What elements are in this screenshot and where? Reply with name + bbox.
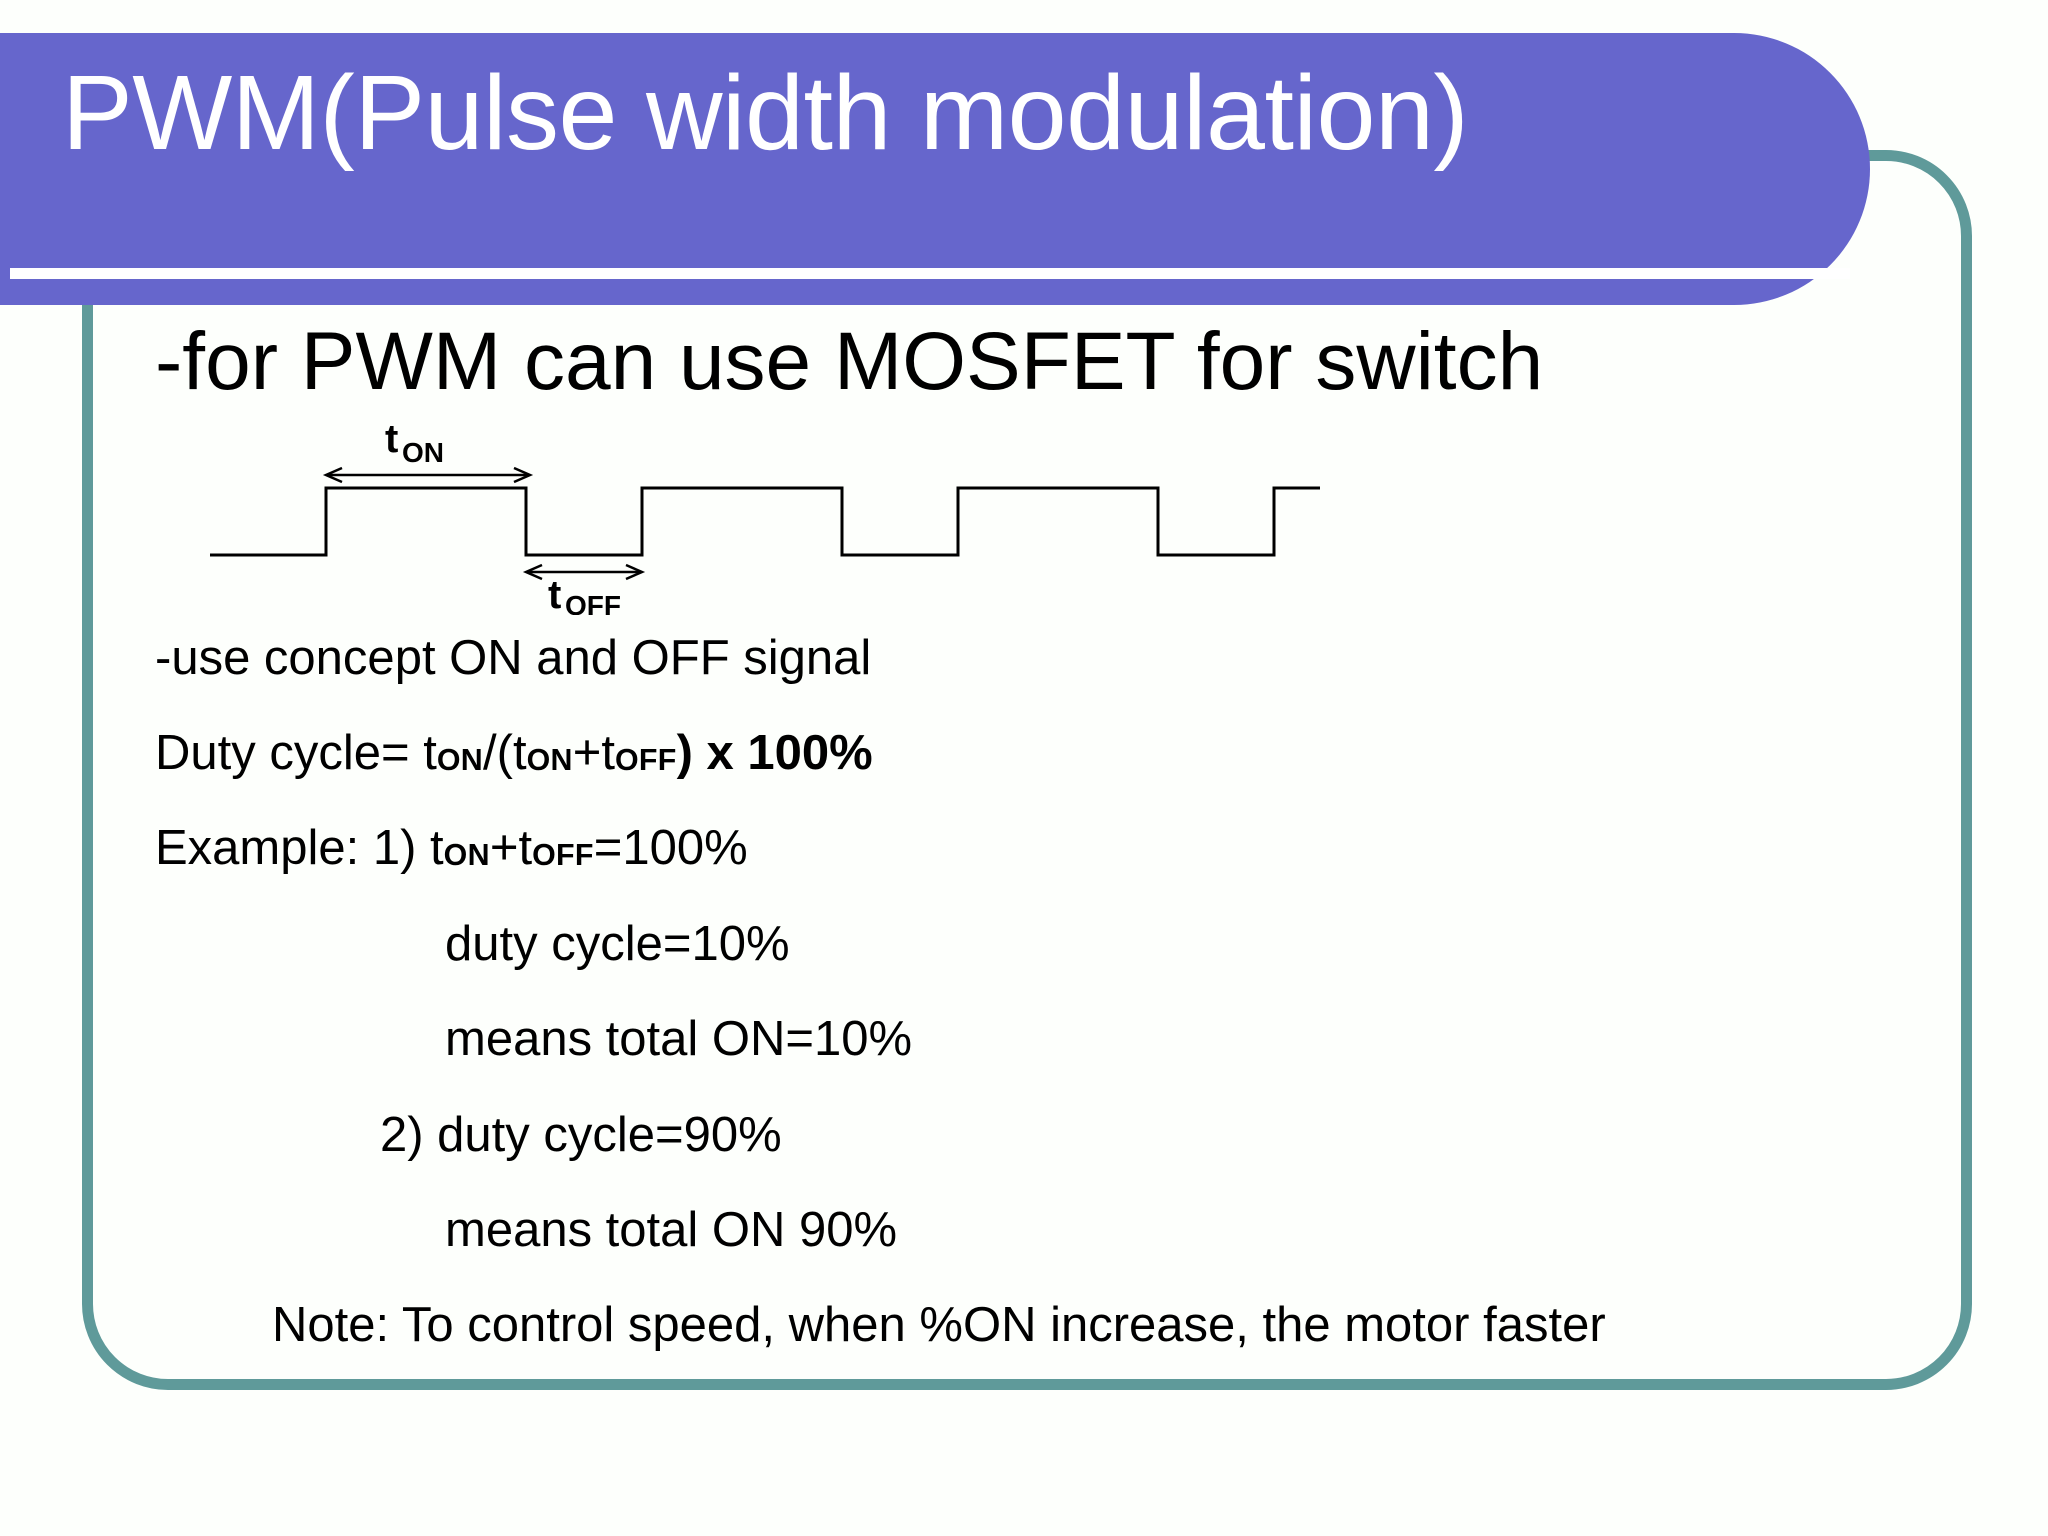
ton-label: t ON [385, 417, 444, 468]
page-title: PWM(Pulse width modulation) [62, 54, 1469, 172]
line-duty-formula: Duty cycle= tON/(tON+tOFF) x 100% [155, 725, 873, 787]
svg-text:t: t [385, 417, 398, 461]
line-example-1: Example: 1) tON+tOFF=100% [155, 820, 748, 882]
duty-sub-on-2: ON [526, 742, 573, 777]
svg-text:ON: ON [402, 437, 444, 468]
line-total-on-10: means total ON=10% [445, 1012, 913, 1066]
svg-text:OFF: OFF [565, 590, 621, 615]
line-use-concept: -use concept ON and OFF signal [155, 631, 872, 685]
headline-text: -for PWM can use MOSFET for switch [155, 316, 1544, 407]
line-duty-cycle-90: 2) duty cycle=90% [380, 1108, 782, 1162]
line-total-on-90: means total ON 90% [445, 1203, 898, 1257]
duty-sub-off: OFF [614, 742, 677, 777]
line-note: Note: To control speed, when %ON increas… [272, 1298, 1606, 1352]
toff-label: t OFF [548, 573, 621, 615]
toff-dimension-arrow [522, 563, 646, 581]
title-underline-rule [10, 268, 1850, 279]
title-banner [0, 33, 1870, 305]
example-prefix: Example: 1) t [155, 821, 444, 875]
svg-text:t: t [548, 573, 561, 615]
pwm-waveform-figure: t ON t OFF [210, 400, 1320, 615]
duty-sub-on-1: ON [436, 742, 484, 777]
ton-dimension-arrow [322, 466, 534, 484]
duty-plus: +t [572, 726, 615, 780]
example-sub-off: OFF [532, 837, 594, 872]
duty-suffix: ) x 100% [676, 726, 873, 780]
example-plus: +t [489, 821, 533, 875]
example-suffix: =100% [593, 821, 748, 875]
example-sub-on: ON [443, 837, 490, 872]
duty-prefix: Duty cycle= t [155, 726, 437, 780]
duty-mid: /(t [483, 726, 527, 780]
pwm-square-wave [210, 486, 1320, 557]
line-duty-cycle-10: duty cycle=10% [445, 917, 790, 971]
